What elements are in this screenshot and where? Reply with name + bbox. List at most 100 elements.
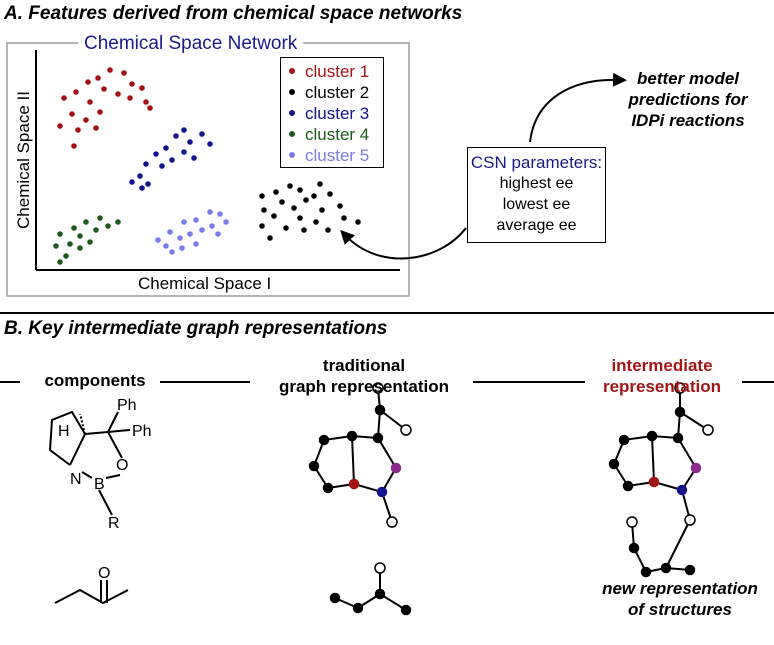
legend-label-3: cluster 3 xyxy=(305,104,370,123)
graph-node xyxy=(660,562,672,574)
cluster-4-point xyxy=(77,245,83,251)
butanone-structure xyxy=(54,580,129,605)
cluster-1-point xyxy=(93,125,99,131)
ph-label-1: Ph xyxy=(117,397,137,414)
intermediate-graph xyxy=(608,382,714,578)
cluster-3-point xyxy=(153,151,159,157)
better-line-3: IDPi reactions xyxy=(631,111,745,130)
cluster-5-point xyxy=(155,237,161,243)
cluster-4-point xyxy=(57,259,63,265)
cluster-2-point xyxy=(313,219,319,225)
graph-node xyxy=(386,516,398,528)
cluster-5-point xyxy=(215,231,221,237)
butanone-chain xyxy=(54,588,129,605)
new-rep-line-2: of structures xyxy=(628,600,732,619)
graph-node xyxy=(646,430,658,442)
cluster-5-point xyxy=(167,229,173,235)
graph-node xyxy=(608,458,620,470)
cluster-2-point xyxy=(259,193,265,199)
cluster-4-point xyxy=(57,231,63,237)
bond-b-n xyxy=(81,471,93,479)
cluster-1-point xyxy=(101,86,107,92)
cluster-2-point xyxy=(273,189,279,195)
cluster-5-point xyxy=(179,245,185,251)
cluster-3-point xyxy=(139,185,145,191)
cluster-2-point xyxy=(297,215,303,221)
better-predictions-text: better model predictions for IDPi reacti… xyxy=(603,68,773,131)
cluster-4-point xyxy=(97,215,103,221)
legend-dot-2 xyxy=(289,88,295,95)
cluster-1-point xyxy=(73,89,79,95)
cluster-3-point xyxy=(159,163,165,169)
cluster-3-point xyxy=(169,157,175,163)
cluster-4-point xyxy=(71,225,77,231)
legend: cluster 1 cluster 2 cluster 3 cluster 4 … xyxy=(280,57,384,168)
cbs-structure xyxy=(48,410,131,516)
cluster-4-point xyxy=(105,223,111,229)
param-highest-ee: highest ee xyxy=(499,175,574,192)
cluster-2-point xyxy=(261,207,267,213)
graph-node xyxy=(672,432,684,444)
cluster-1-point xyxy=(107,67,113,73)
cluster-4-point xyxy=(63,253,69,259)
cluster-2-point xyxy=(341,215,347,221)
cluster-2-point xyxy=(271,213,277,219)
graph-node xyxy=(684,564,696,576)
param-average-ee: average ee xyxy=(496,217,577,234)
n-label: N xyxy=(70,471,82,488)
cluster-3-point xyxy=(137,173,143,179)
cluster-2-point xyxy=(325,227,331,233)
cluster-2-point xyxy=(327,191,333,197)
legend-dot-1 xyxy=(289,67,295,74)
o-label-ring: O xyxy=(116,457,128,474)
graph-node xyxy=(674,406,686,418)
csn-title: Chemical Space Network xyxy=(78,33,304,55)
legend-item-cluster-5: cluster 5 xyxy=(289,146,369,166)
legend-dot-5 xyxy=(289,151,295,158)
traditional-heading: traditional graph representation xyxy=(264,355,464,397)
graph-edge xyxy=(651,435,655,483)
legend-item-cluster-3: cluster 3 xyxy=(289,104,369,124)
cluster-4-point xyxy=(77,233,83,239)
b-label: B xyxy=(94,476,105,493)
graph-node xyxy=(348,478,360,490)
graph-node xyxy=(374,588,386,600)
cluster-5-point xyxy=(209,223,215,229)
pyrrolidine-ring xyxy=(48,410,87,466)
bond-c-ph2 xyxy=(107,429,131,433)
csn-parameters-title: CSN parameters: xyxy=(470,153,603,172)
header-rule-2 xyxy=(160,381,250,383)
csn-parameters-box: CSN parameters: highest ee lowest ee ave… xyxy=(467,147,606,243)
cluster-5-point xyxy=(177,235,183,241)
graph-node xyxy=(372,382,384,394)
bond-c-o xyxy=(107,431,123,459)
cluster-5-point xyxy=(169,249,175,255)
cluster-2-point xyxy=(279,199,285,205)
x-axis-label: Chemical Space I xyxy=(138,274,272,293)
r-label: R xyxy=(108,515,120,532)
cluster-3-point xyxy=(163,145,169,151)
cluster-2-point xyxy=(301,227,307,233)
traditional-heading-line-2: graph representation xyxy=(278,377,450,396)
cluster-1-point xyxy=(83,117,89,123)
graph-node xyxy=(376,486,388,498)
traditional-graph xyxy=(308,382,412,616)
graph-node xyxy=(374,562,386,574)
graph-node xyxy=(390,462,402,474)
graph-edge xyxy=(377,437,397,469)
cluster-5-point xyxy=(193,217,199,223)
cluster-3-point xyxy=(143,161,149,167)
cluster-1-point xyxy=(71,143,77,149)
cluster-2-point xyxy=(297,187,303,193)
cluster-3-point xyxy=(181,127,187,133)
graph-node xyxy=(648,476,660,488)
graph-edge xyxy=(665,519,691,569)
cluster-2-point xyxy=(355,219,361,225)
better-line-2: predictions for xyxy=(628,90,748,109)
new-rep-line-1: new representation xyxy=(602,579,758,598)
legend-item-cluster-4: cluster 4 xyxy=(289,125,369,145)
cluster-1-point xyxy=(143,99,149,105)
o-label-ketone: O xyxy=(98,565,110,582)
legend-item-cluster-1: cluster 1 xyxy=(289,62,369,82)
cluster-2-point xyxy=(317,181,323,187)
